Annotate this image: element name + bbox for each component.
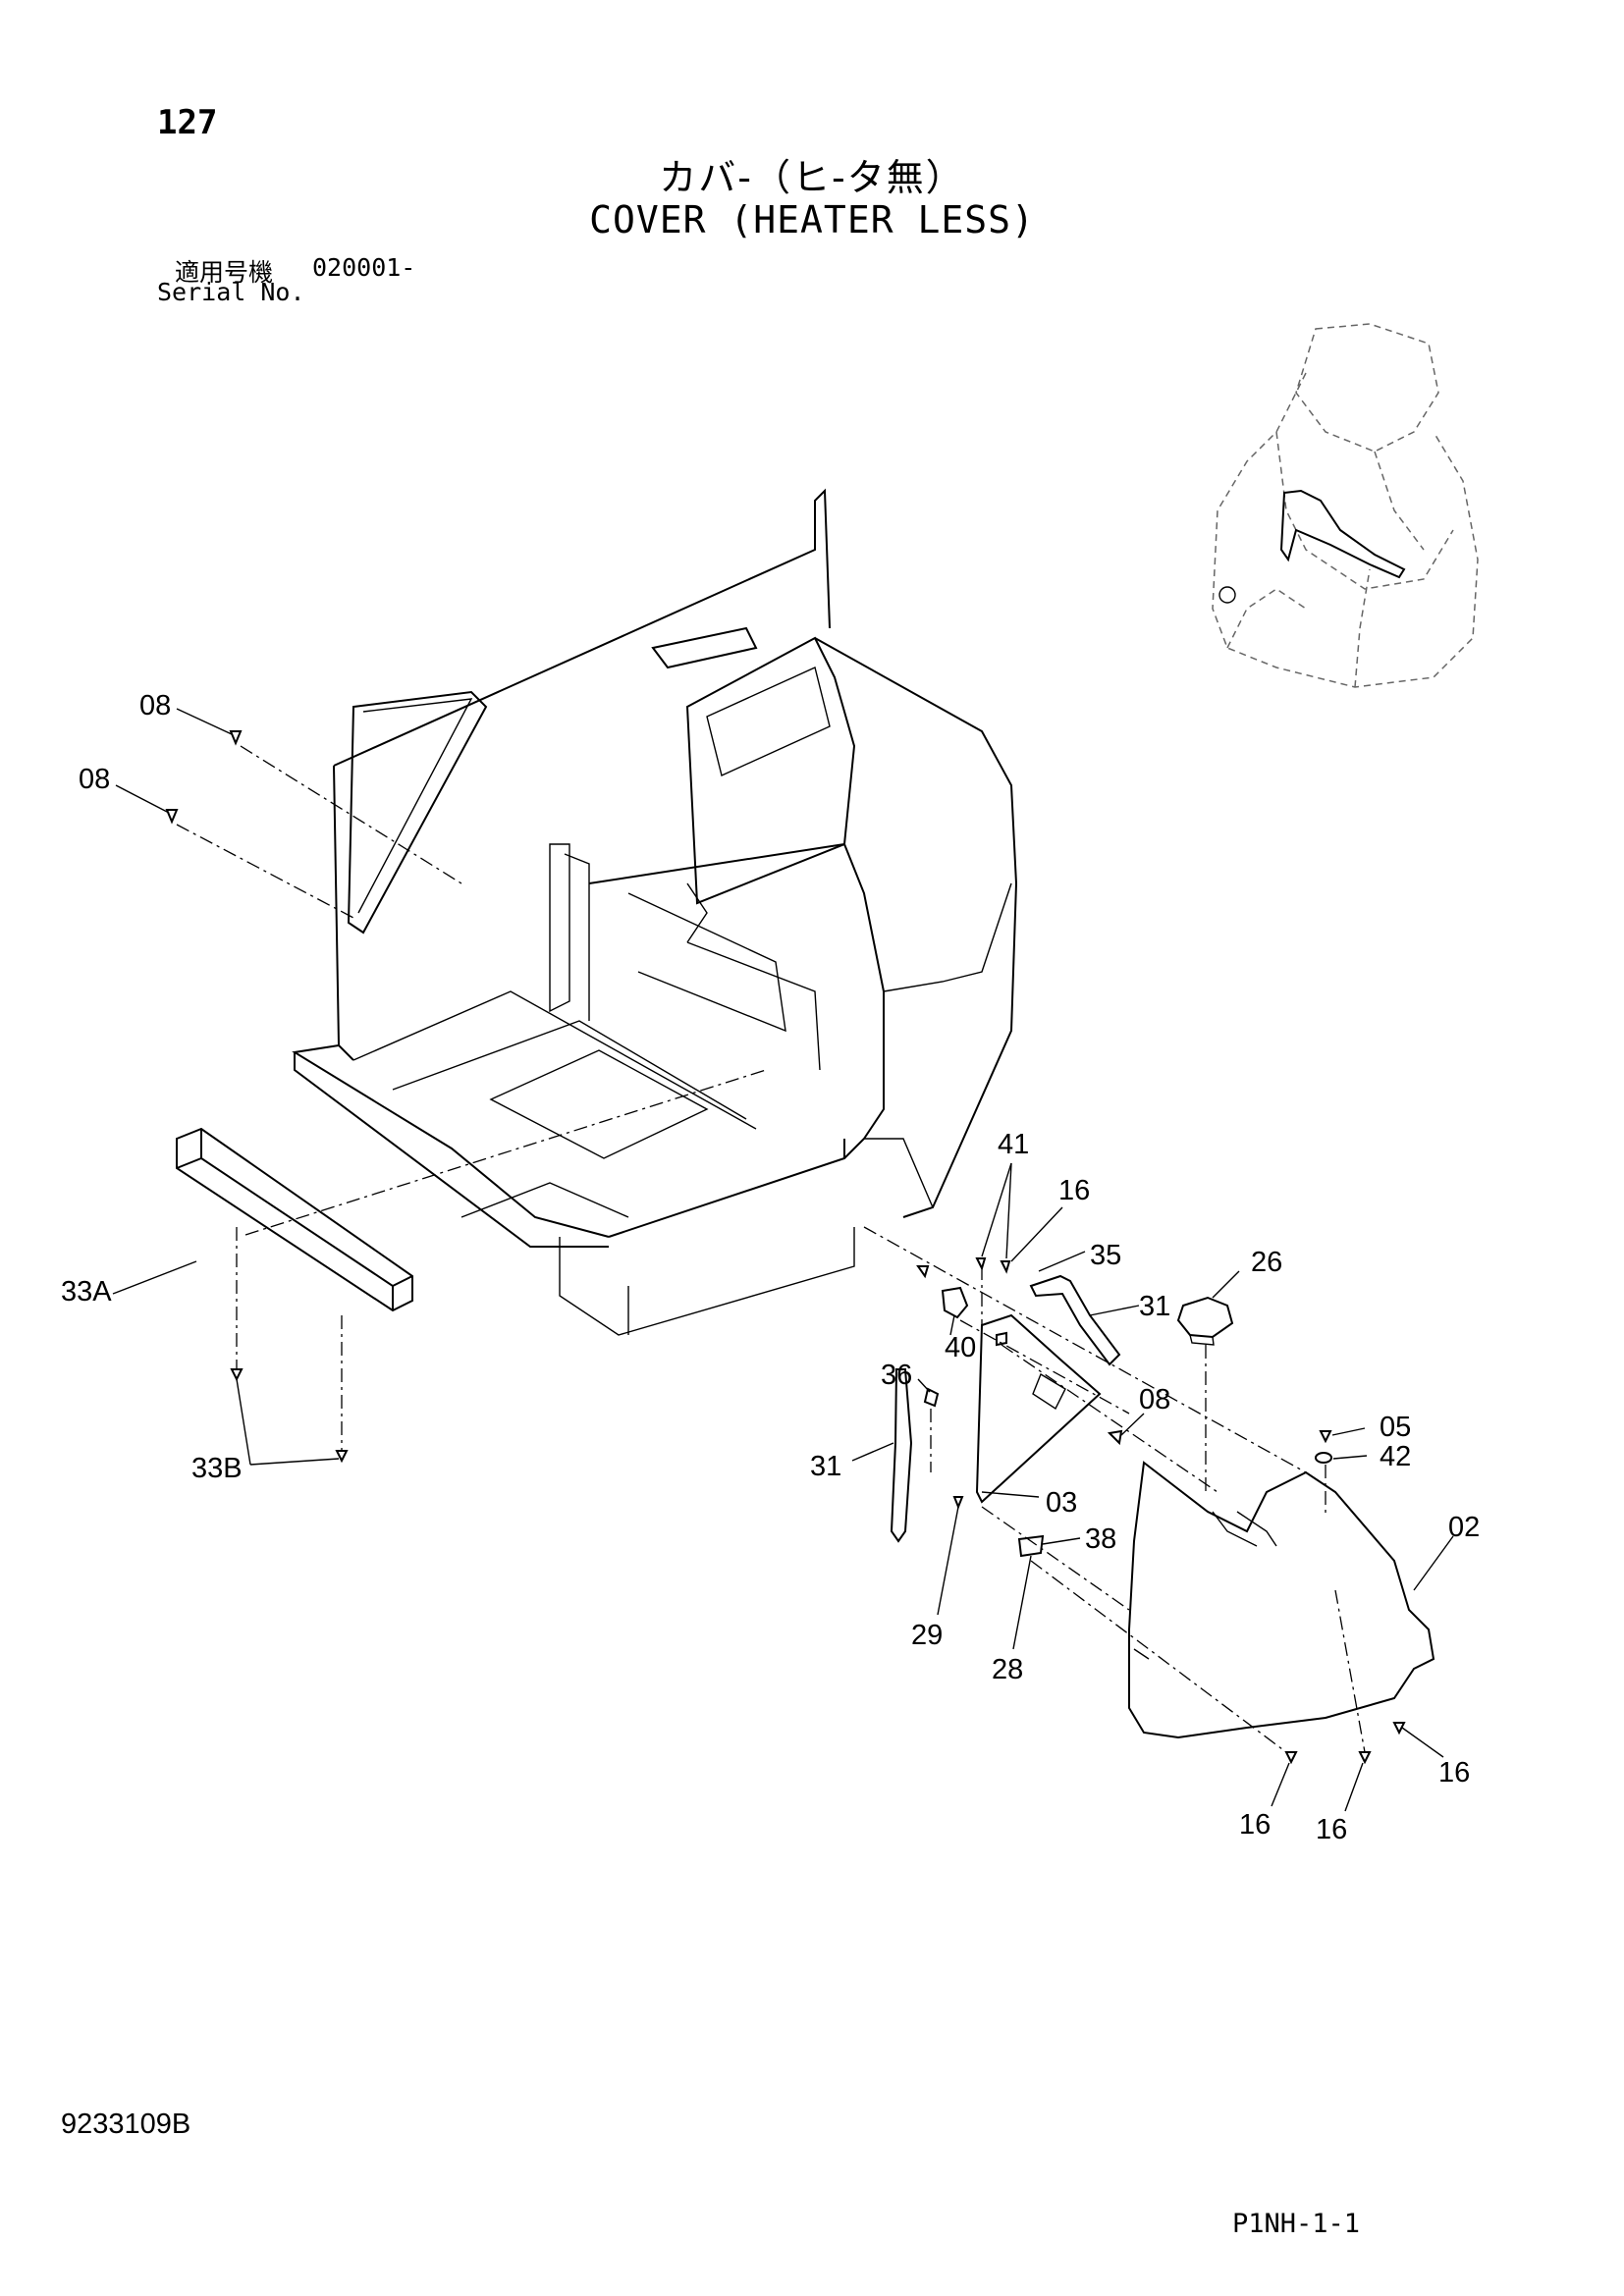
callout-35: 35 (1090, 1240, 1121, 1271)
page-number: 127 (157, 103, 218, 142)
callout-42: 42 (1380, 1441, 1411, 1472)
callout-31: 31 (1139, 1291, 1170, 1322)
callout-41: 41 (998, 1129, 1029, 1160)
callout-29: 29 (911, 1620, 943, 1651)
title-english: COVER (HEATER LESS) (589, 198, 1035, 241)
part-33a-bar (176, 1127, 413, 1312)
part-31-strip-right (1029, 1274, 1121, 1366)
callout-40: 40 (945, 1332, 976, 1363)
location-inset (1212, 323, 1479, 688)
part-33b-clips (230, 1368, 349, 1464)
part-02-side-cover (1128, 1461, 1435, 1739)
callout-26: 26 (1251, 1247, 1282, 1278)
callout-03: 03 (1046, 1487, 1077, 1519)
callout-08: 08 (79, 764, 110, 795)
callout-16: 16 (1239, 1809, 1271, 1841)
callout-16: 16 (1058, 1175, 1090, 1206)
callout-33b: 33B (191, 1453, 243, 1484)
part-31-strip-left (890, 1368, 913, 1543)
callout-31: 31 (810, 1451, 841, 1482)
callout-08: 08 (139, 690, 171, 721)
assembly-lines (176, 745, 1366, 1753)
callout-36: 36 (881, 1360, 912, 1391)
serial-label-english: Serial No. (157, 278, 305, 306)
callout-02: 02 (1448, 1512, 1480, 1543)
part-03-panel (975, 1313, 1102, 1504)
callout-33a: 33A (61, 1276, 112, 1308)
callout-38: 38 (1085, 1523, 1116, 1555)
serial-number-value: 020001- (312, 253, 416, 282)
page-code: P1NH-1-1 (1232, 2209, 1361, 2239)
small-hardware (165, 730, 1406, 1765)
callout-labels: 08 08 41 16 35 26 31 40 36 08 05 42 31 0… (61, 690, 1480, 1845)
callout-16: 16 (1316, 1814, 1347, 1845)
serial-label-japanese: 適用号機 (175, 258, 274, 287)
part-26-cap (1176, 1296, 1234, 1346)
drawing-number: 9233109B (61, 2109, 191, 2140)
callout-16: 16 (1438, 1757, 1470, 1789)
cab-floor-assembly (292, 488, 1018, 1336)
leader-lines (112, 708, 1454, 1812)
callout-05: 05 (1380, 1412, 1411, 1443)
callout-28: 28 (992, 1654, 1023, 1685)
title-japanese: カバ-（ヒ-タ無） (659, 156, 965, 199)
callout-08: 08 (1139, 1384, 1170, 1415)
